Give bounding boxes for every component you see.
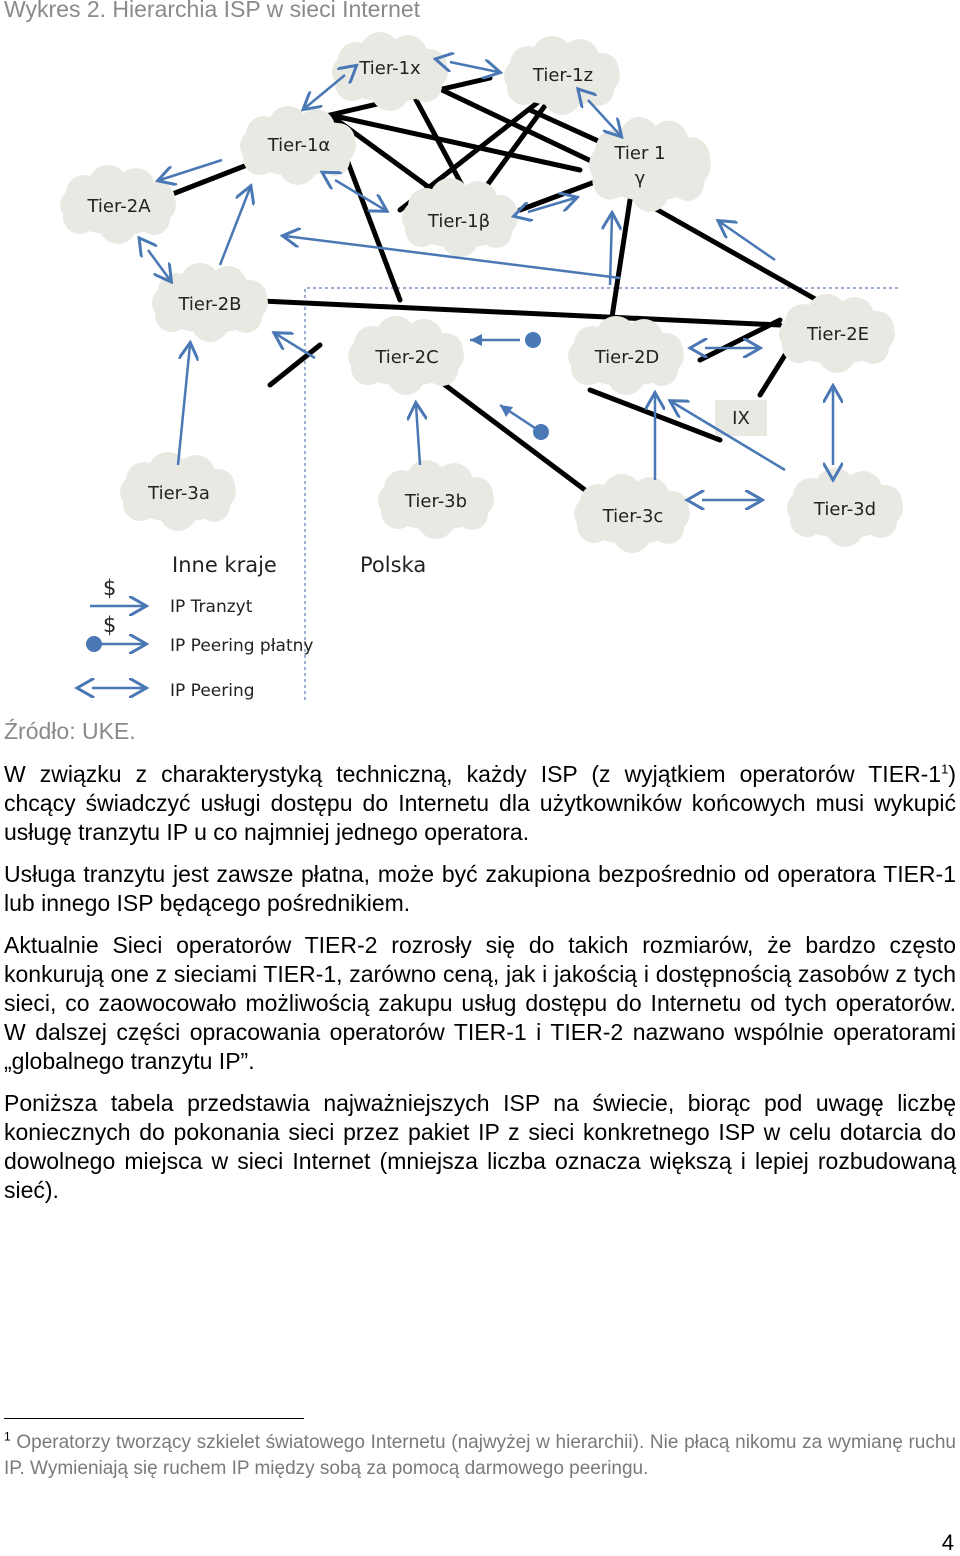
paid-peering-dot <box>86 636 102 652</box>
relation-arrows <box>148 62 833 500</box>
footnote-ref: 1 <box>941 761 949 777</box>
label-tier1z: Tier-1z <box>532 65 593 86</box>
legend-transit: IP Tranzyt <box>170 597 253 617</box>
label-tier2b: Tier-2B <box>177 294 241 315</box>
label-tier1a: Tier-1α <box>267 135 331 156</box>
figure-source: Źródło: UKE. <box>4 718 136 744</box>
label-tier3d: Tier-3d <box>813 499 876 520</box>
paid-peering-ends <box>470 332 549 440</box>
label-tier1b: Tier-1β <box>427 211 490 232</box>
legend-paid-peering: IP Peering płatny <box>170 636 313 656</box>
page-number: 4 <box>941 1530 954 1555</box>
figure-caption: Wykres 2. Hierarchia ISP w sieci Interne… <box>4 0 421 22</box>
label-ix: IX <box>732 408 750 429</box>
label-tier2d: Tier-2D <box>594 347 660 368</box>
label-tier1g-line1: Tier 1 <box>613 143 665 164</box>
region-other-label: Inne kraje <box>172 553 277 577</box>
node-tier1g <box>589 117 711 212</box>
paragraph-1: W związku z charakterystyką techniczną, … <box>4 761 956 845</box>
label-tier1g-line2: γ <box>635 168 646 189</box>
legend-peering: IP Peering <box>170 681 255 701</box>
label-tier2c: Tier-2C <box>374 347 438 368</box>
label-tier2e: Tier-2E <box>806 324 869 345</box>
footnote-separator <box>4 1418 304 1419</box>
label-tier1x: Tier-1x <box>358 58 421 79</box>
label-tier3b: Tier-3b <box>404 491 467 512</box>
paragraph-3: Aktualnie Sieci operatorów TIER-2 rozros… <box>4 932 956 1074</box>
paragraph-4: Poniższa tabela przedstawia najważniejsz… <box>4 1090 956 1203</box>
legend-dollar-2: $ <box>103 613 116 637</box>
footnote-mark: 1 <box>4 1429 11 1444</box>
node-ix <box>715 400 767 436</box>
label-tier3a: Tier-3a <box>147 483 210 504</box>
label-tier2a: Tier-2A <box>86 196 151 217</box>
region-poland-label: Polska <box>360 553 426 577</box>
legend <box>90 606 144 688</box>
footnote: 1 Operatorzy tworzący szkielet światoweg… <box>4 1429 956 1479</box>
isp-hierarchy-diagram: Tier-1x Tier-1z Tier-1α Tier 1 γ Tier-1β… <box>60 32 903 701</box>
legend-dollar-1: $ <box>103 576 116 600</box>
paragraph-2: Usługa tranzytu jest zawsze płatna, może… <box>4 861 956 916</box>
label-tier3c: Tier-3c <box>602 506 664 527</box>
